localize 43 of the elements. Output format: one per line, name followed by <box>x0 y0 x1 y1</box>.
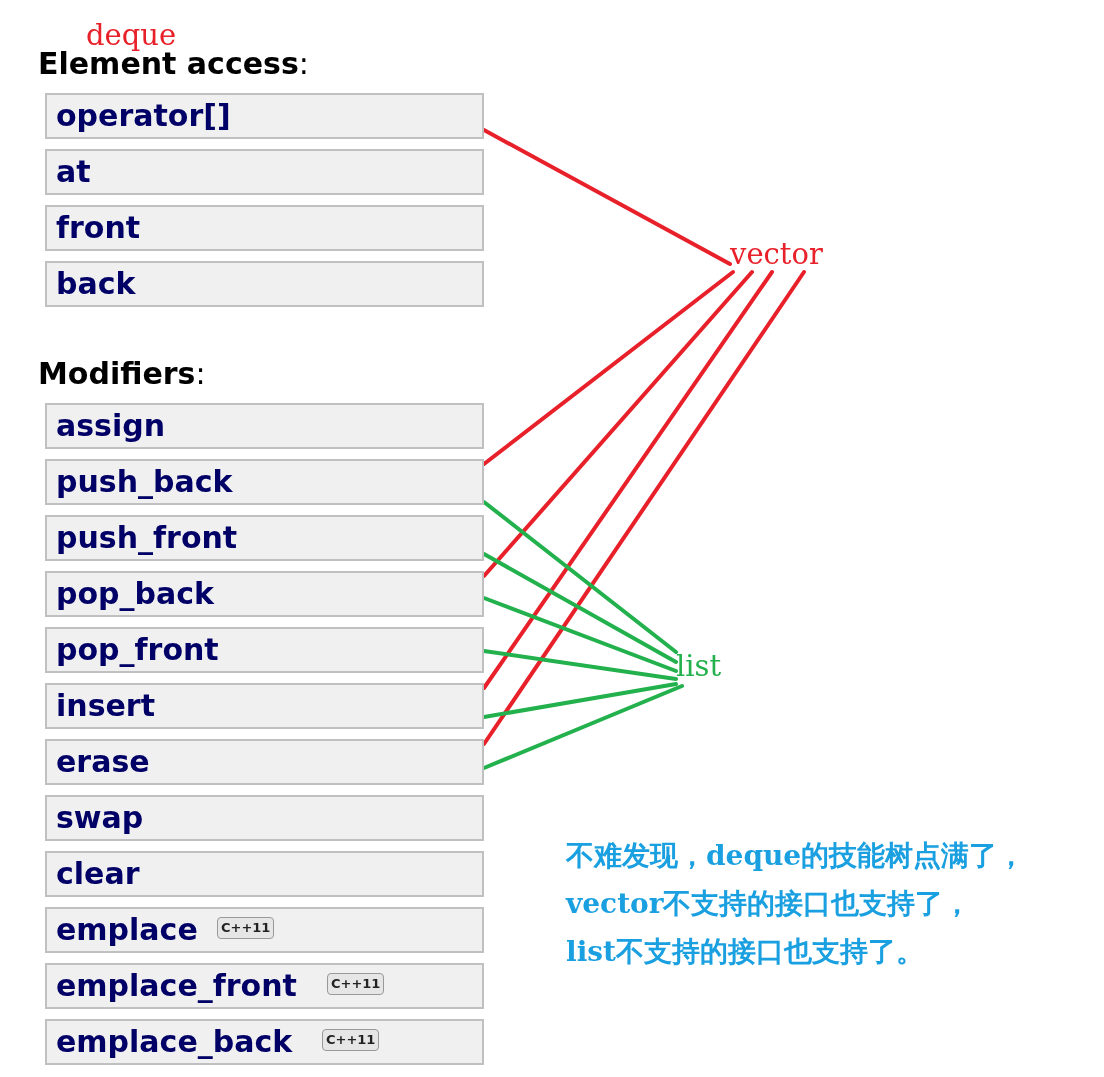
function-name: pop_front <box>56 632 219 667</box>
list-label: list <box>676 648 730 686</box>
function-box <box>45 739 484 785</box>
connector-line <box>482 270 754 578</box>
function-box <box>45 93 484 139</box>
function-box <box>45 515 484 561</box>
note-text: 不难发现，deque的技能树点满了，vector不支持的接口也支持了，list不支持的接口也支持了。 <box>566 838 1027 970</box>
function-box <box>45 261 484 307</box>
connector-line <box>482 270 774 690</box>
function-name: pop_back <box>56 576 214 611</box>
function-box <box>45 683 484 729</box>
connector-line <box>482 500 678 654</box>
vector-label: vector <box>730 236 834 272</box>
function-box <box>45 403 484 449</box>
function-box <box>45 907 484 953</box>
function-name: swap <box>56 800 144 835</box>
version-badge: C++11 <box>217 917 275 939</box>
connector-line <box>482 270 806 746</box>
section-heading: Modifiers: <box>38 356 206 391</box>
function-box <box>45 963 484 1009</box>
function-name: push_back <box>56 464 233 499</box>
function-name: front <box>56 210 141 245</box>
function-name: at <box>56 154 91 189</box>
version-badge: C++11 <box>327 973 385 995</box>
function-box <box>45 627 484 673</box>
function-name: clear <box>56 856 140 891</box>
function-name: push_front <box>56 520 238 555</box>
function-name: emplace_front <box>56 968 297 1003</box>
function-name: operator[] <box>56 98 231 133</box>
function-name: assign <box>56 408 166 443</box>
function-box <box>45 205 484 251</box>
function-box <box>45 1019 484 1065</box>
function-box <box>45 571 484 617</box>
function-box <box>45 149 484 195</box>
function-box <box>45 459 484 505</box>
function-name: insert <box>56 688 155 723</box>
function-name: emplace <box>56 912 198 947</box>
version-badge: C++11 <box>322 1029 380 1051</box>
function-name: erase <box>56 744 150 779</box>
function-name: back <box>56 266 136 301</box>
function-name: emplace_back <box>56 1024 293 1059</box>
function-box <box>45 851 484 897</box>
function-box <box>45 795 484 841</box>
